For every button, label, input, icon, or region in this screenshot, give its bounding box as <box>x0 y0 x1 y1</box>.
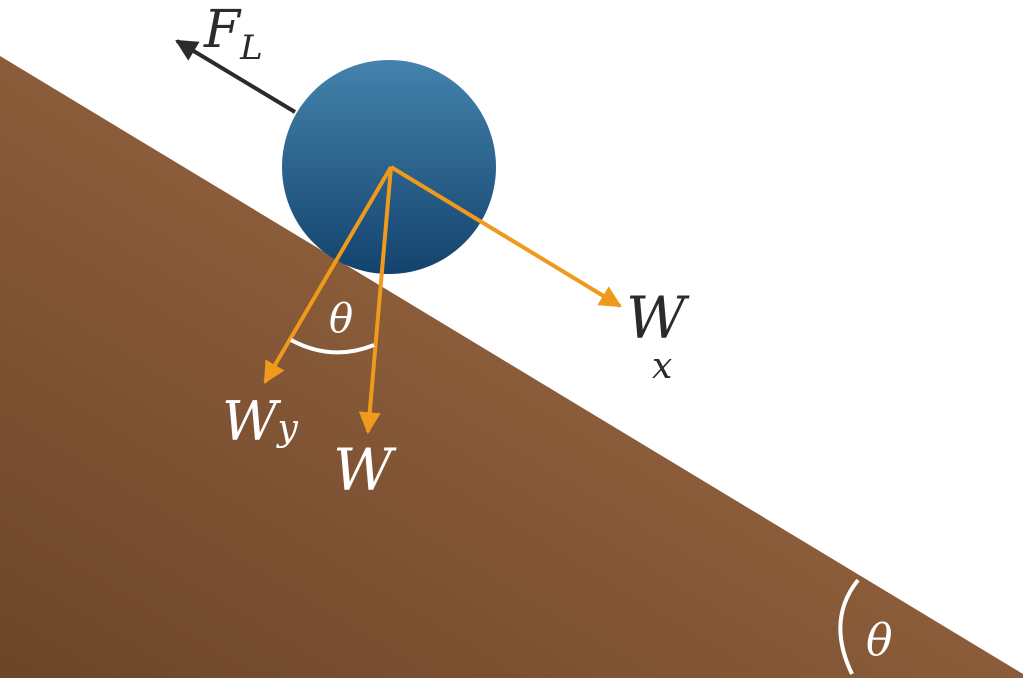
vector-angle-arc <box>290 338 375 355</box>
vector-angle-label: θ <box>329 296 353 342</box>
incline-angle-arc <box>838 578 860 675</box>
weight-perpendicular-label-sub: y <box>276 408 299 449</box>
friction-force-label-main: F <box>203 0 242 60</box>
weight-parallel-label: W <box>626 284 690 352</box>
weight-parallel-arrow <box>389 165 622 308</box>
weight-perpendicular-label: Wy <box>222 390 299 453</box>
friction-force-arrow <box>175 39 297 114</box>
weight-parallel-subscript: x <box>652 346 672 387</box>
weight-perpendicular-label-main: W <box>222 390 282 453</box>
friction-force-label-sub: L <box>239 28 263 68</box>
weight-perpendicular-arrow <box>263 165 393 384</box>
friction-force-label: FL <box>203 0 263 68</box>
incline-angle-label: θ <box>866 615 893 666</box>
incline-surface <box>0 56 1023 678</box>
weight-arrow <box>358 166 393 435</box>
weight-label: W <box>333 436 397 504</box>
